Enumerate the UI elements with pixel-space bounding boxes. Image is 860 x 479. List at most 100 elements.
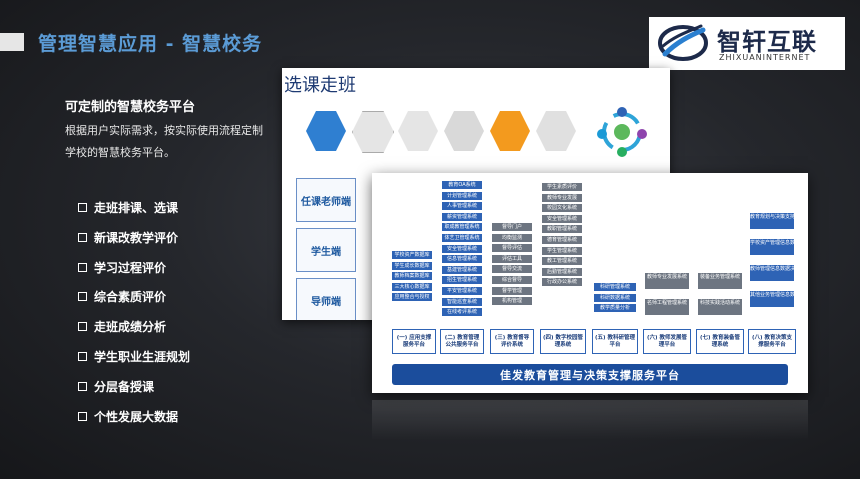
intro-title: 可定制的智慧校务平台 [65, 100, 196, 115]
zhixuan-logo-icon [658, 24, 708, 61]
page-title: 管理智慧应用 - 智慧校务 [38, 33, 263, 55]
module-box: 机构管理 [492, 297, 532, 306]
feature-list: 走班排课、选课 新课改教学评价 学习过程评价 综合素质评价 走班成绩分析 学生职… [78, 198, 190, 436]
module-box: 学生成长数据库 [392, 261, 432, 270]
feature-item: 综合素质评价 [78, 287, 190, 317]
module-box: 科技实践活动系统 [698, 299, 742, 315]
module-box: 教师管理信息数据决策 [750, 265, 794, 281]
module-box: 平安管理系统 [442, 286, 482, 295]
module-box: 综合督导 [492, 275, 532, 284]
module-box: 学校资产管理信息数据 [750, 239, 794, 255]
module-box: 评估工具 [492, 254, 532, 263]
logo-text-cn: 智轩互联 [717, 28, 817, 56]
course-selection-title: 选课走班 [284, 75, 356, 96]
module-box: 督导门户 [492, 223, 532, 231]
module-column-2: 教育OA系统 计划管理系统 人事管理系统 薪资管理系统 职成教管理系统 体艺卫管… [442, 181, 482, 319]
module-box: 应用整合与授权 [392, 293, 432, 302]
module-box: 其他业务管理信息数据 [750, 291, 794, 307]
module-box: 教师档案数据库 [392, 272, 432, 281]
flow-step [398, 111, 438, 151]
module-box: 信息管理系统 [442, 255, 482, 264]
flow-step [306, 111, 346, 151]
module-box: 教师专业发展 [542, 193, 582, 202]
module-box: 人事管理系统 [442, 202, 482, 211]
module-column-6: 教师专业发展系统 名师工程管理系统 [645, 273, 689, 318]
feature-item: 个性发展大数据 [78, 407, 190, 437]
module-column-5: 科研管理系统 科研数据系统 教学质量分析 [594, 283, 636, 315]
module-box: 督导交流 [492, 265, 532, 274]
layer-caption: (六) 教师发展管理平台 [643, 329, 691, 354]
card-reflection [372, 400, 808, 440]
module-column-3: 督导门户 均衡监测 督导评估 评估工具 督导交流 综合督导 督学管理 机构管理 [492, 223, 532, 308]
feature-item: 学习过程评价 [78, 258, 190, 288]
module-box: 安全管理系统 [442, 244, 482, 253]
square-bullet-icon [78, 292, 87, 302]
module-column-7: 装备业务管理系统 科技实践活动系统 [698, 273, 742, 318]
module-box: 计划管理系统 [442, 191, 482, 200]
square-bullet-icon [78, 381, 87, 391]
module-box: 教育规划与决策支持信息数据 [750, 213, 794, 229]
module-box: 教工管理系统 [542, 257, 582, 266]
module-box: 后勤管理系统 [542, 267, 582, 276]
role-list: 任课老师端 学生端 导师端 [296, 178, 356, 320]
layer-caption: (一) 应用支撑服务平台 [392, 329, 436, 354]
module-box: 教学质量分析 [594, 304, 636, 313]
intro-description: 根据用户实际需求，按实际使用流程定制学校的智慧校务平台。 [65, 124, 263, 159]
module-box: 招生管理系统 [442, 276, 482, 285]
flow-step [536, 111, 576, 151]
module-box: 均衡监测 [492, 233, 532, 242]
square-bullet-icon [78, 262, 87, 272]
role-tutor: 导师端 [296, 278, 356, 320]
layer-caption: (三) 教育督导评价系统 [490, 329, 534, 354]
module-box: 教师专业发展系统 [645, 273, 689, 289]
square-bullet-icon [78, 232, 87, 242]
module-box: 科研数据系统 [594, 293, 636, 302]
title-marker [0, 33, 24, 51]
layer-caption: (四) 数字校园管理系统 [540, 329, 586, 354]
module-box: 学校资产数据库 [392, 251, 432, 259]
module-column-8: 教育规划与决策支持信息数据 学校资产管理信息数据 教师管理信息数据决策 其他业务… [750, 213, 794, 310]
module-box: 基建管理系统 [442, 265, 482, 274]
module-column-1: 学校资产数据库 学生成长数据库 教师档案数据库 三大核心数据库 应用整合与授权 [392, 251, 432, 304]
module-box: 教育OA系统 [442, 181, 482, 189]
module-box: 科研管理系统 [594, 283, 636, 291]
layer-caption: (二) 教育管理公共服务平台 [440, 329, 484, 354]
role-teacher: 任课老师端 [296, 178, 356, 222]
module-box: 教职管理系统 [542, 225, 582, 234]
feature-item: 走班排课、选课 [78, 198, 190, 228]
flow-step [352, 111, 394, 153]
architecture-diagram: 学校资产数据库 学生成长数据库 教师档案数据库 三大核心数据库 应用整合与授权 … [372, 173, 808, 393]
module-box: 名师工程管理系统 [645, 299, 689, 315]
square-bullet-icon [78, 411, 87, 421]
feature-item: 新课改教学评价 [78, 228, 190, 258]
module-box: 德育管理系统 [542, 235, 582, 244]
module-box: 三大核心数据库 [392, 282, 432, 291]
module-box: 督学管理 [492, 286, 532, 295]
company-logo: 智轩互联 ZHIXUANINTERNET [649, 17, 845, 70]
module-box: 安全管理系统 [542, 214, 582, 223]
square-bullet-icon [78, 351, 87, 361]
module-column-4: 学生素质评价 教师专业发展 校园文化系统 安全管理系统 教职管理系统 德育管理系… [542, 183, 582, 289]
square-bullet-icon [78, 203, 87, 212]
platform-banner: 佳发教育管理与决策支撑服务平台 [392, 364, 788, 385]
layer-caption: (七) 教育装备管理系统 [696, 329, 744, 354]
module-box: 职成教管理系统 [442, 223, 482, 232]
feature-item: 学生职业生涯规划 [78, 347, 190, 377]
module-box: 学生管理系统 [542, 246, 582, 255]
module-box: 学生素质评价 [542, 183, 582, 191]
flow-step [444, 111, 484, 151]
module-box: 校园文化系统 [542, 204, 582, 213]
module-box: 薪资管理系统 [442, 212, 482, 221]
square-bullet-icon [78, 322, 87, 332]
layer-caption: (八) 教育决策支撑服务平台 [748, 329, 796, 354]
logo-text-en: ZHIXUANINTERNET [719, 53, 811, 62]
module-box: 装备业务管理系统 [698, 273, 742, 289]
flow-step [490, 111, 530, 151]
feature-item: 走班成绩分析 [78, 317, 190, 347]
module-box: 督导评估 [492, 244, 532, 253]
layer-caption: (五) 教科研管理平台 [592, 329, 638, 354]
feature-item: 分层备授课 [78, 377, 190, 407]
module-box: 智能巡查系统 [442, 297, 482, 306]
module-box: 行政办公系统 [542, 278, 582, 287]
module-box: 体艺卫管理系统 [442, 233, 482, 242]
